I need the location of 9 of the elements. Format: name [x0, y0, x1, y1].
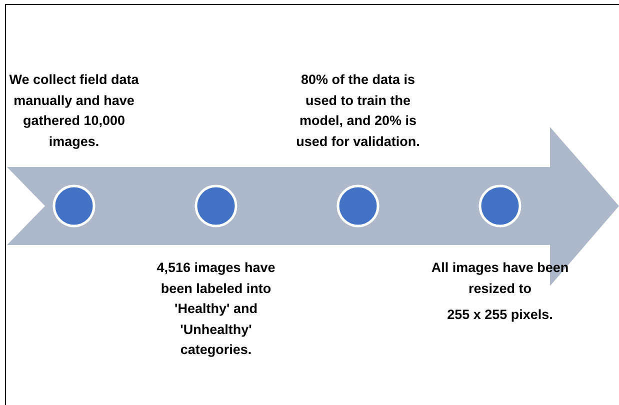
milestone-circle [52, 184, 96, 228]
milestone-circle [478, 184, 522, 228]
milestone-text: 80% of the data is used to train the model, and 20% is used for validation. [295, 71, 421, 150]
milestone-text: 255 x 255 pixels. [446, 306, 554, 324]
milestone-text: 4,516 images have been labeled into 'Healthy' and 'Unhealthy' categories. [156, 259, 276, 359]
milestone-text: We collect field data manually and have gathered 10,000 images. [8, 71, 140, 151]
milestone-circle [336, 184, 380, 228]
milestone-text: All images have been resized to [430, 259, 570, 298]
milestone-circle [194, 184, 238, 228]
